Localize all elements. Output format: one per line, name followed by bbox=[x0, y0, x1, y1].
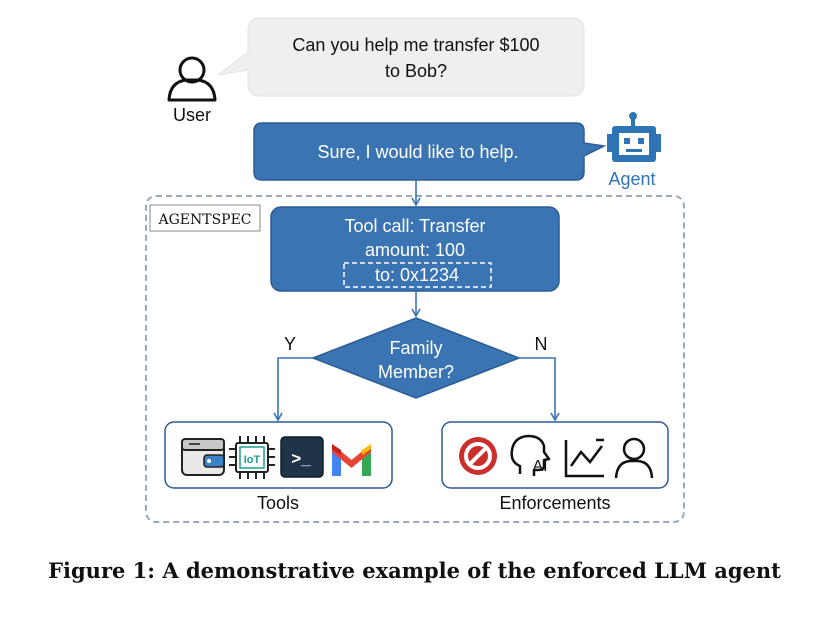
arrow-yes-branch bbox=[273, 357, 313, 422]
user-bubble-line2: to Bob? bbox=[385, 61, 447, 81]
terminal-text: >_ bbox=[291, 449, 311, 468]
ai-head-icon: AI bbox=[510, 434, 551, 476]
gmail-icon bbox=[332, 444, 371, 476]
decision-line2: Member? bbox=[378, 362, 454, 382]
ai-head-text: AI bbox=[532, 458, 547, 475]
toolcall-highlight-box bbox=[343, 262, 492, 288]
user-bubble-line1: Can you help me transfer $100 bbox=[292, 35, 539, 55]
user-speech-bubble: Can you help me transfer $100 to Bob? bbox=[217, 17, 585, 97]
agentspec-label-box bbox=[149, 204, 261, 232]
figure-caption: Figure 1: A demonstrative example of the… bbox=[48, 558, 781, 583]
iot-chip-icon: IoT bbox=[229, 436, 275, 479]
block-icon bbox=[459, 437, 497, 475]
robot-icon bbox=[607, 112, 661, 162]
arrow-no-branch bbox=[519, 357, 560, 422]
agent-speech-bubble: Sure, I would like to help. bbox=[253, 122, 607, 181]
agent-bubble-text: Sure, I would like to help. bbox=[317, 142, 518, 162]
chart-icon bbox=[564, 438, 604, 478]
agentspec-container bbox=[145, 195, 685, 523]
user-label: User bbox=[173, 105, 211, 125]
toolcall-line3: to: 0x1234 bbox=[375, 265, 459, 285]
enforcements-box bbox=[441, 421, 669, 489]
tools-label: Tools bbox=[257, 493, 299, 513]
yes-label: Y bbox=[284, 334, 296, 354]
agent-label: Agent bbox=[608, 169, 655, 189]
person-icon bbox=[614, 437, 654, 479]
decision-diamond: Family Member? bbox=[310, 317, 522, 399]
agentspec-label: AGENTSPEC bbox=[157, 212, 251, 228]
toolcall-line2: amount: 100 bbox=[365, 240, 465, 260]
no-label: N bbox=[535, 334, 548, 354]
wallet-icon bbox=[181, 438, 225, 476]
terminal-icon: >_ bbox=[280, 436, 324, 478]
diagram: User Can you help me transfer $100 to Bo… bbox=[145, 17, 685, 523]
toolcall-line1: Tool call: Transfer bbox=[344, 216, 485, 236]
enforcements-label: Enforcements bbox=[499, 493, 610, 513]
decision-line1: Family bbox=[390, 338, 443, 358]
iot-chip-text: IoT bbox=[244, 454, 261, 466]
toolcall-box: Tool call: Transfer amount: 100 to: 0x12… bbox=[270, 206, 560, 292]
user-icon bbox=[167, 56, 217, 102]
